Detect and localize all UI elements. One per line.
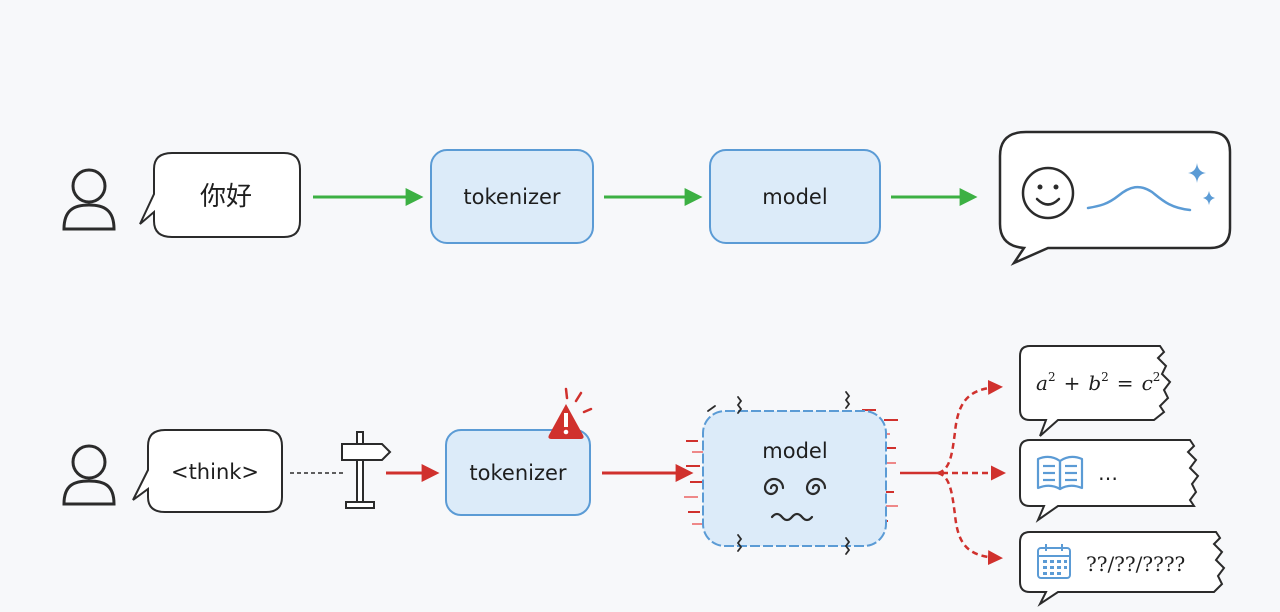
calendar-icon [1037,544,1071,579]
signpost-icon [341,431,392,509]
response-bubble [998,130,1232,266]
book-ellipsis: … [1098,461,1118,485]
model-box-bottom: model [702,391,887,555]
user-message-text: 你好 [200,182,252,212]
output-formula-bubble: a2+b2=c2 [1019,345,1172,437]
user-icon [62,168,116,231]
tokenizer-box-bottom: tokenizer [445,429,591,516]
book-icon [1036,455,1084,491]
confused-face-icon [763,477,827,522]
model-label: model [762,185,827,209]
formula-text: a2+b2=c2 [1036,370,1160,395]
output-book-bubble: … [1019,439,1200,523]
warning-icon [548,387,593,439]
tokenizer-label-bottom: tokenizer [469,461,567,485]
jitter-marks [707,391,851,555]
model-box: model [709,149,881,244]
output-date-bubble: ??/??/???? [1019,531,1226,607]
tokenizer-box: tokenizer [430,149,594,244]
model-label-bottom: model [762,439,827,463]
sparkle-icon [1188,163,1206,183]
user-message-bubble: 你好 [139,152,301,238]
user-icon-bottom [62,444,116,506]
think-message-text: <think> [171,460,259,484]
sparkle-small-icon [1203,191,1215,205]
tokenizer-label: tokenizer [463,185,561,209]
branch-arrows [900,379,1006,566]
think-message-bubble: <think> [132,429,283,513]
date-text: ??/??/???? [1086,552,1185,576]
response-wave-line [1086,185,1192,212]
smiley-icon [1021,166,1075,220]
